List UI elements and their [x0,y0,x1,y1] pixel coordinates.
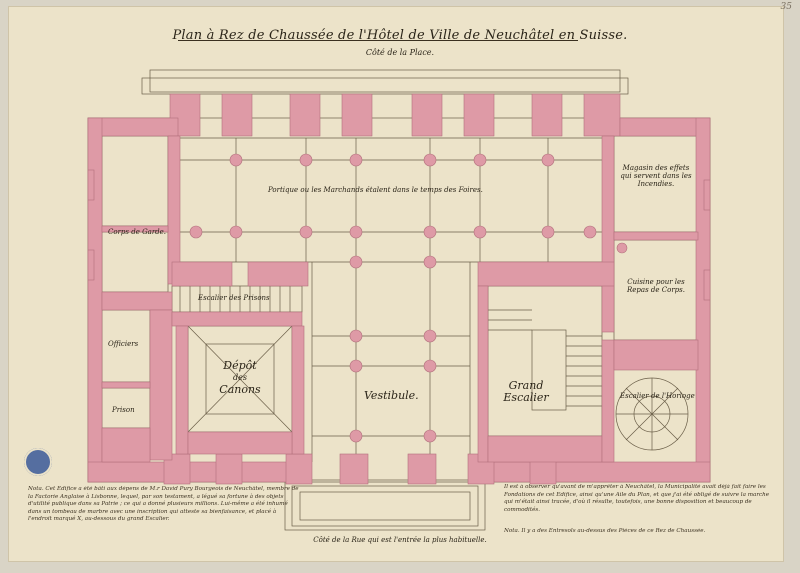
columns [189,153,628,443]
label-corps-de-garde: Corps de Garde. [108,228,167,236]
title-rule [178,40,578,41]
note-left: Nota. Cet Edifice a été bâti aux dépens … [28,486,299,523]
note-right-tail: Nota. Il y a des Entresols au-dessus des… [504,528,706,534]
plan-subtitle: Côté de la Place. [365,48,435,57]
label-depot-line-3: Canons [219,383,261,396]
label-grand-escalier-line-2: Escalier [503,391,549,404]
label-vestibule: Vestibule. [364,389,419,402]
library-stamp [24,448,52,476]
label-escalier-horloge: Escalier de l'Horloge [620,392,695,400]
folio-number: 35 [780,2,792,12]
plan-title: Plan à Rez de Chaussée de l'Hôtel de Vil… [172,28,628,43]
label-depot-line-1: Dépôt [223,359,257,372]
label-escalier-prisons: Escalier des Prisons [198,294,270,302]
label-depot-line-2: des [233,373,247,382]
label-portique: Portique ou les Marchands étalent dans l… [268,186,483,194]
masonry-walls [87,93,711,485]
footer-caption: Côté de la Rue qui est l'entrée la plus … [313,536,487,544]
note-right: Il est à observer qu'avant de m'apprêter… [504,484,770,513]
label-grand-escalier-line-1: Grand [508,379,544,392]
label-cuisine: Cuisine pour les Repas de Corps. [627,278,685,294]
label-depot-canons: Dépôt des Canons [212,360,268,396]
label-magasin: Magasin des effets qui servent dans les … [620,164,692,188]
label-grand-escalier: Grand Escalier [496,380,556,404]
label-officiers: Officiers [108,340,139,348]
label-prison: Prison [112,406,135,414]
